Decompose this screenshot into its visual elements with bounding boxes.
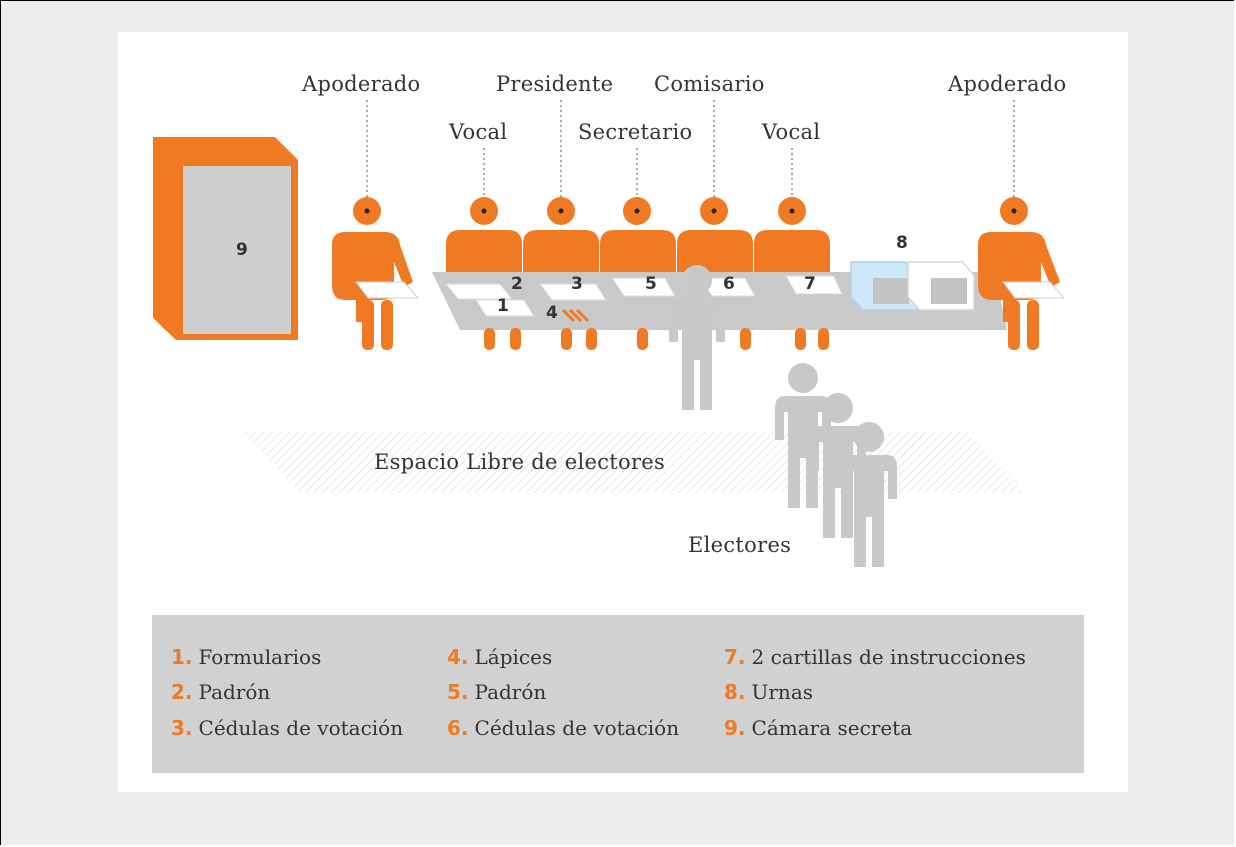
role-presidente: Presidente — [496, 72, 614, 96]
urnas — [850, 261, 975, 311]
legend-item-2: 2.Padrón — [171, 680, 270, 704]
legend-item-8: 8.Urnas — [724, 680, 813, 704]
camara-secreta — [153, 137, 298, 340]
role-apoderado-right: Apoderado — [948, 72, 1067, 96]
legend-item-4: 4.Lápices — [447, 645, 552, 669]
legend-text: Lápices — [474, 645, 553, 669]
vocal-right-figure — [754, 197, 830, 272]
legend-text: Padrón — [198, 680, 271, 704]
marker-6: 6 — [723, 274, 735, 294]
legend-num: 6. — [447, 716, 469, 740]
role-vocal-left: Vocal — [449, 120, 508, 144]
legend-text: Cédulas de votación — [474, 716, 680, 740]
electores-label: Electores — [688, 533, 792, 557]
legend-item-3: 3.Cédulas de votación — [171, 716, 403, 740]
marker-2: 2 — [511, 274, 523, 294]
legend-item-6: 6.Cédulas de votación — [447, 716, 679, 740]
marker-5: 5 — [645, 274, 657, 294]
comisario-figure — [677, 197, 753, 272]
legend-num: 2. — [171, 680, 193, 704]
apoderado-left-figure — [332, 197, 420, 350]
pencils-icon — [561, 308, 590, 323]
role-comisario: Comisario — [654, 72, 765, 96]
marker-7: 7 — [804, 274, 816, 294]
legend-text: Cédulas de votación — [198, 716, 404, 740]
legend-text: Urnas — [751, 680, 813, 704]
role-vocal-right: Vocal — [762, 120, 821, 144]
legend-item-1: 1.Formularios — [171, 645, 321, 669]
apoderado-right-figure — [978, 197, 1066, 350]
role-secretario: Secretario — [578, 120, 693, 144]
legend-num: 9. — [724, 716, 746, 740]
legend-item-7: 7.2 cartillas de instrucciones — [724, 645, 1026, 669]
leader-lines — [366, 100, 1015, 197]
presidente-figure — [523, 197, 599, 272]
secretario-figure — [600, 197, 676, 272]
marker-9: 9 — [236, 240, 248, 260]
table-legs — [484, 328, 829, 350]
marker-4: 4 — [546, 303, 558, 323]
role-apoderado-left: Apoderado — [302, 72, 421, 96]
legend-text: Padrón — [474, 680, 547, 704]
legend-num: 7. — [724, 645, 746, 669]
marker-1: 1 — [497, 296, 509, 316]
marker-3: 3 — [571, 274, 583, 294]
legend-num: 4. — [447, 645, 469, 669]
vocal-left-figure — [446, 197, 522, 272]
legend-item-9: 9.Cámara secreta — [724, 716, 912, 740]
legend-text: Formularios — [198, 645, 322, 669]
marker-8: 8 — [896, 233, 908, 253]
legend-text: Cámara secreta — [751, 716, 913, 740]
legend-box — [152, 615, 1084, 773]
table-papers — [444, 275, 843, 317]
legend-num: 8. — [724, 680, 746, 704]
legend-item-5: 5.Padrón — [447, 680, 546, 704]
legend-text: 2 cartillas de instrucciones — [751, 645, 1026, 669]
legend-num: 5. — [447, 680, 469, 704]
legend-num: 3. — [171, 716, 193, 740]
zone-label: Espacio Libre de electores — [374, 450, 666, 474]
legend-num: 1. — [171, 645, 193, 669]
